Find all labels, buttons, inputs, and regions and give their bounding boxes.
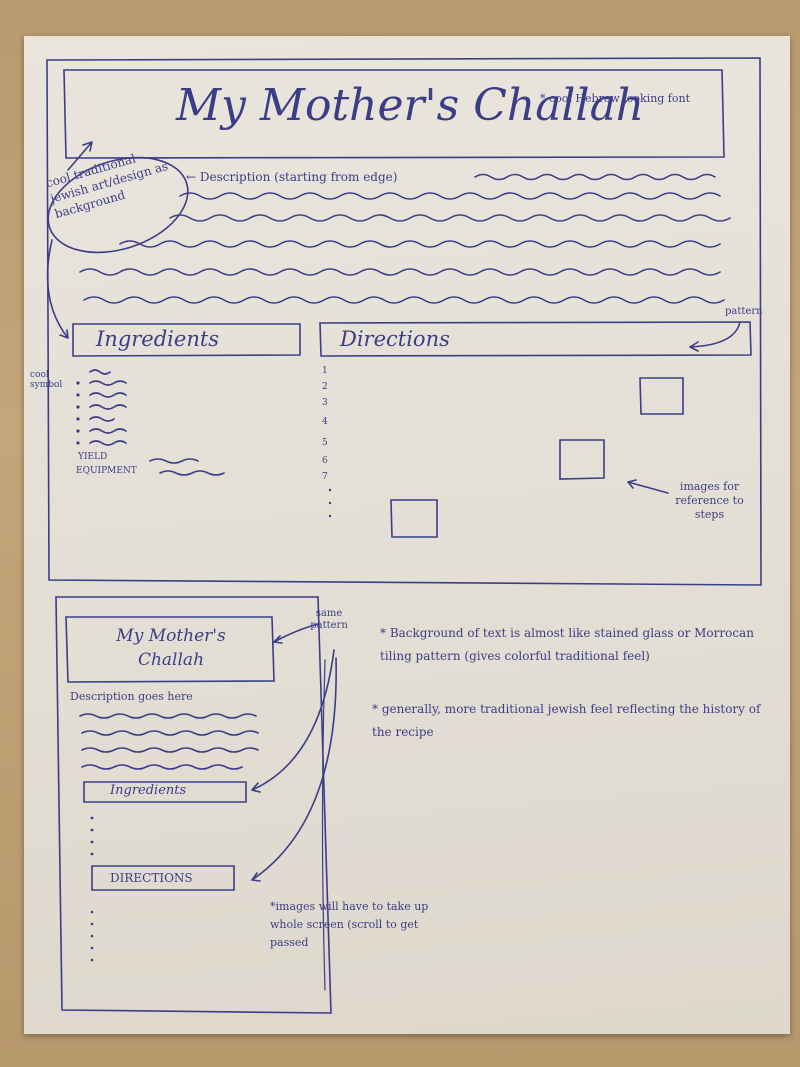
step-image-box [559, 439, 605, 480]
ingredient-line [89, 380, 127, 386]
note-traditional-feel: * generally, more traditional jewish fee… [372, 702, 761, 739]
desktop-ingredients-header: Ingredients [96, 327, 220, 351]
equipment-line [159, 470, 225, 476]
mobile-desc-line [81, 730, 259, 736]
mobile-title: My Mother's Challah [116, 626, 226, 670]
sketch-paper [24, 36, 790, 1034]
mobile-directions-box [91, 865, 235, 891]
desc-line [83, 296, 725, 304]
same-pattern-note: same pattern [310, 608, 348, 631]
mobile-frame [55, 596, 332, 1014]
mobile-desc-line [79, 713, 257, 719]
note-background-pattern: * Background of text is almost like stai… [380, 626, 754, 663]
directions-header-box [319, 321, 752, 357]
desc-line [79, 268, 721, 276]
desktop-title: My Mother's Challah [176, 80, 645, 131]
desc-line [474, 173, 716, 181]
ingredient-line [89, 392, 127, 398]
bg-note-oval [47, 156, 189, 254]
mobile-description-label: Description goes here [70, 690, 193, 703]
desc-line [179, 192, 721, 200]
title-font-note: * cool Hebrew looking font [540, 92, 691, 105]
pattern-note: pattern [725, 306, 763, 317]
step-number: 5 [322, 438, 328, 448]
mobile-title-box [65, 616, 275, 683]
step-image-box [639, 377, 684, 415]
step-number: 2 [322, 382, 328, 392]
mobile-desc-line [81, 764, 243, 770]
ingredient-line [89, 428, 127, 434]
desktop-description-label: ← Description (starting from edge) [186, 170, 398, 184]
symbol-note: cool symbol [30, 370, 63, 390]
yield-line [149, 458, 199, 464]
mobile-ingredients-header: Ingredients [110, 783, 187, 798]
mobile-directions-header: DIRECTIONS [110, 871, 193, 885]
mobile-desc-line [81, 747, 259, 753]
step-number: 3 [322, 398, 328, 408]
mobile-ingredients-box [83, 781, 247, 803]
ingredient-line [89, 440, 127, 446]
desktop-directions-header: Directions [340, 327, 450, 351]
step-number: 1 [322, 366, 328, 376]
step-number: 6 [322, 456, 328, 466]
ingredient-line [89, 369, 111, 375]
equipment-label: EQUIPMENT [76, 466, 137, 476]
desktop-frame [46, 57, 762, 586]
desc-line [169, 214, 731, 222]
yield-label: YIELD [78, 452, 108, 462]
step-image-box [390, 499, 438, 538]
mobile-images-note: *images will have to take up whole scree… [270, 900, 429, 949]
desktop-title-box [63, 69, 725, 159]
desc-line [119, 240, 721, 248]
step-number: 7 [322, 472, 328, 482]
step-number: 4 [322, 417, 328, 427]
ingredients-header-box [72, 323, 301, 357]
ingredient-line [89, 404, 127, 410]
images-note: images for reference to steps [675, 480, 744, 521]
ingredient-line [89, 416, 115, 422]
